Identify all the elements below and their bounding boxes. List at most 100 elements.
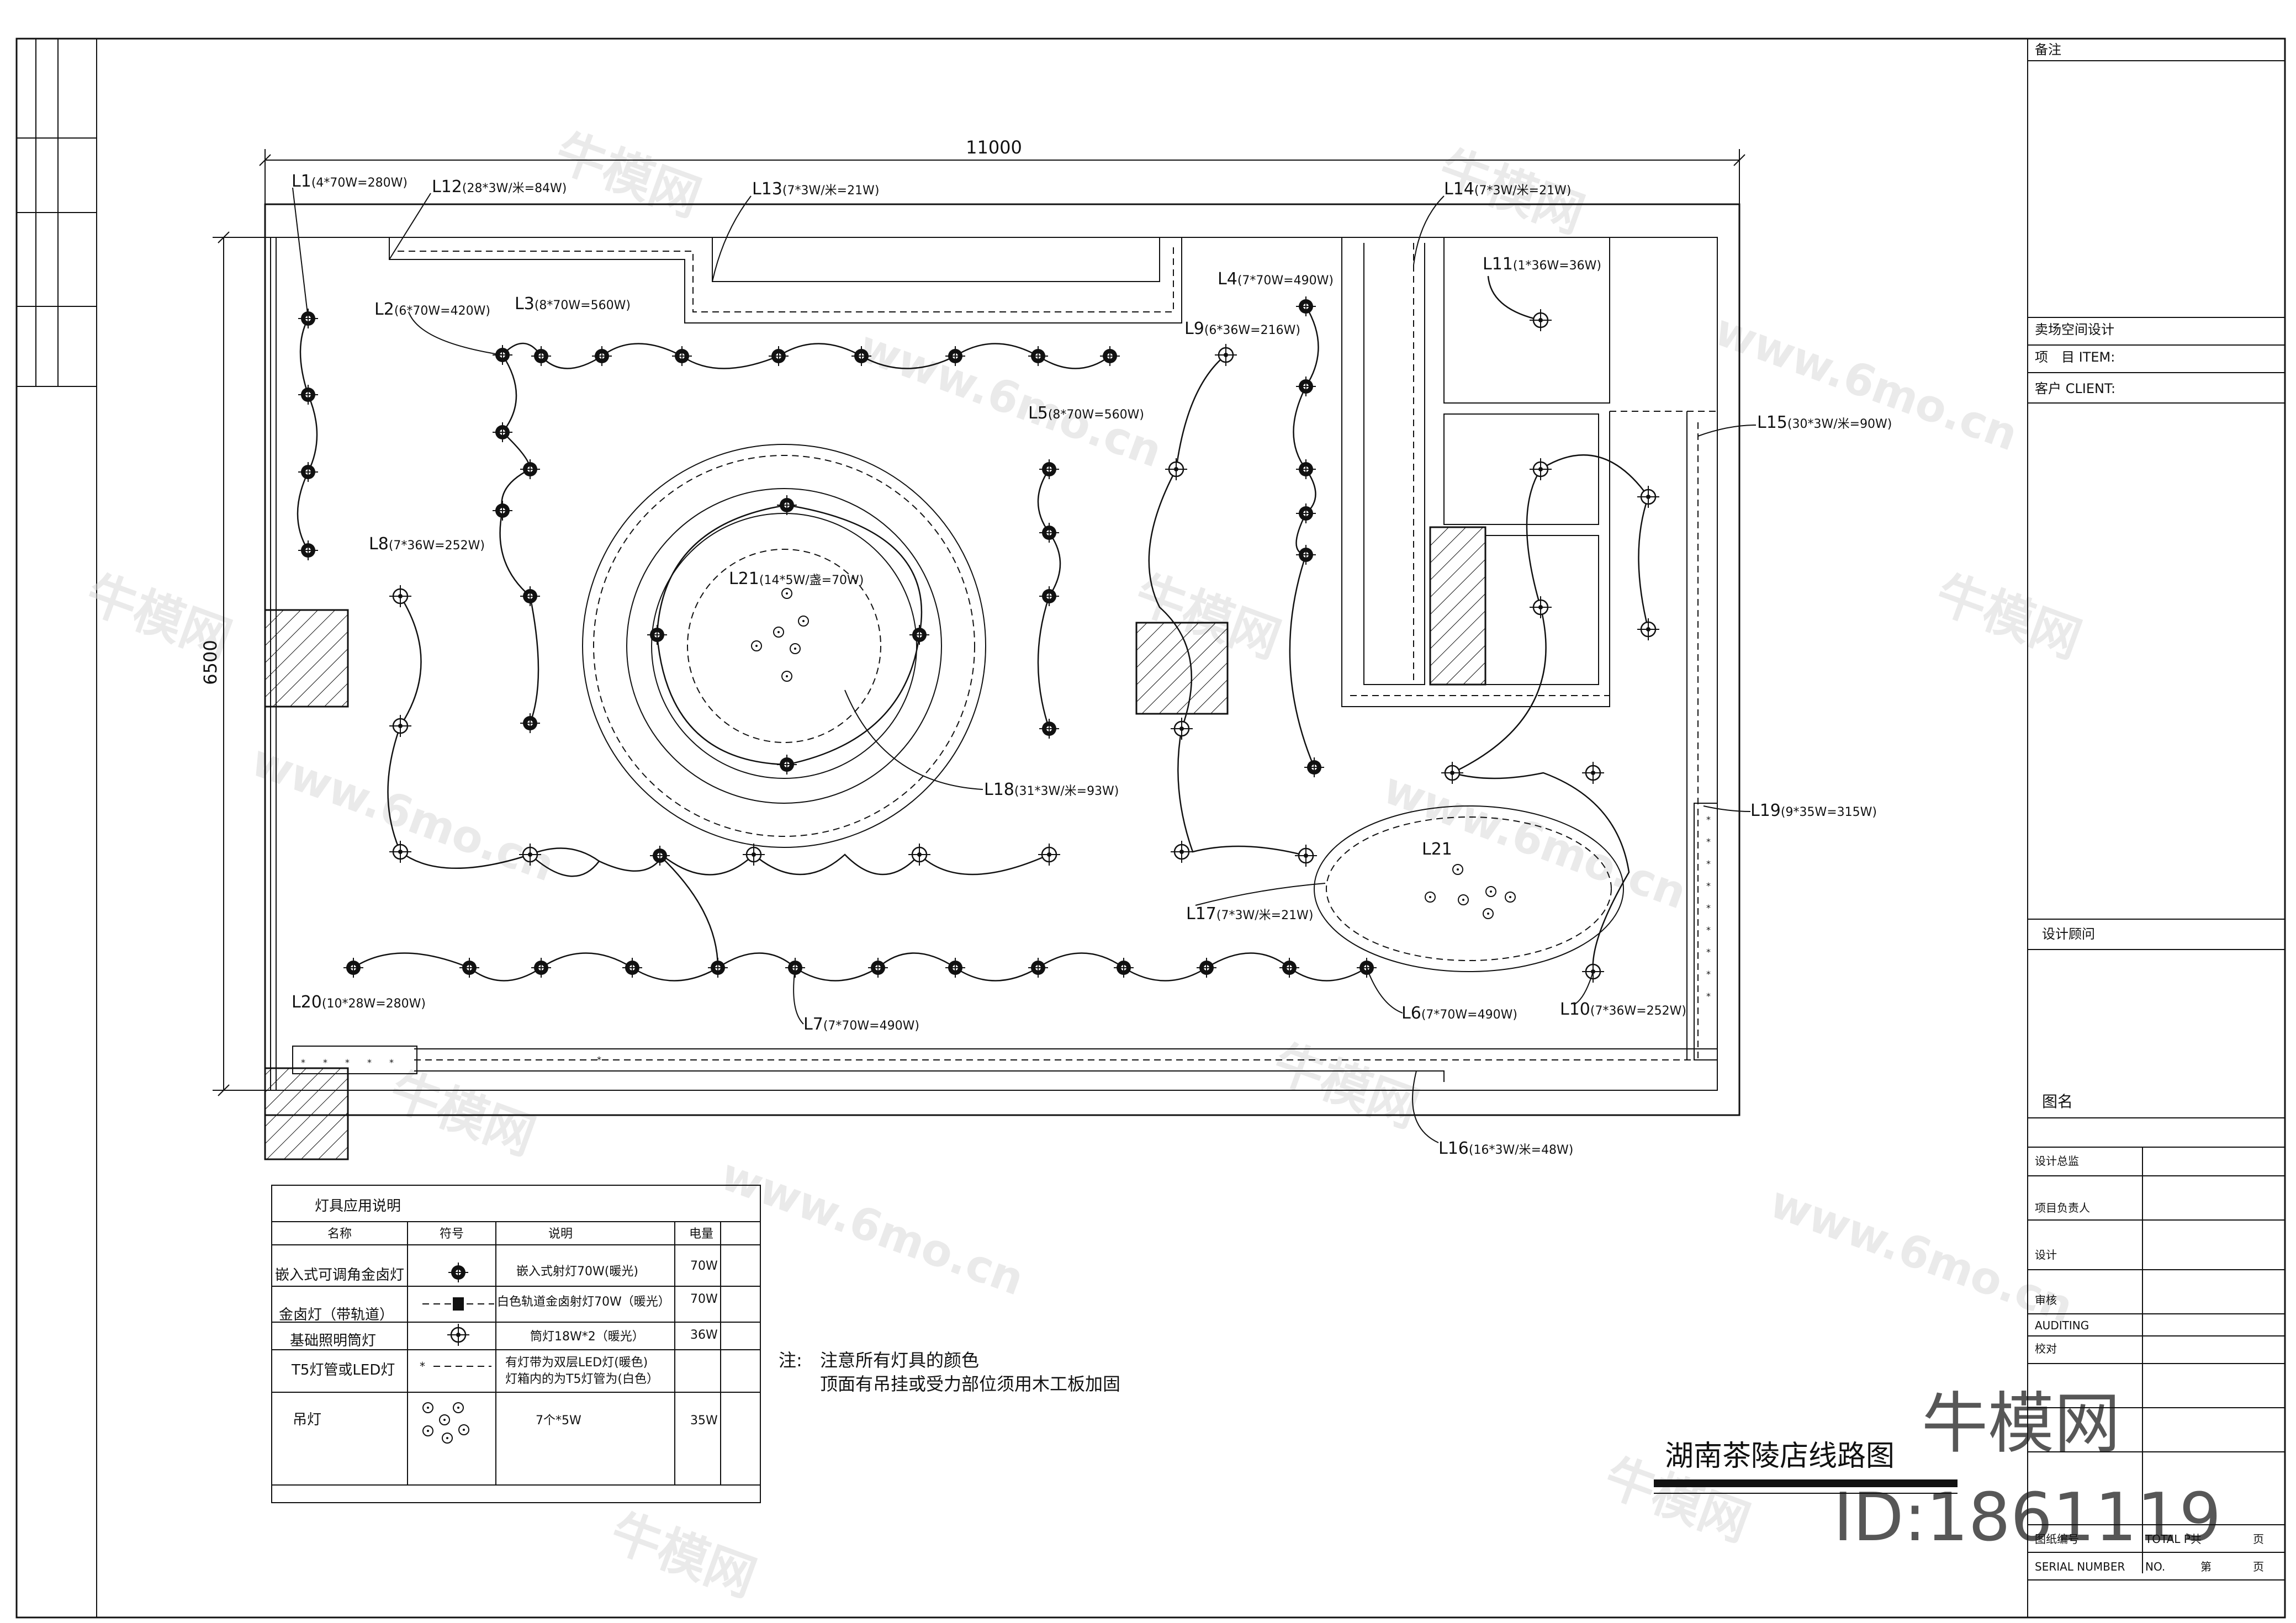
legend-row-desc: 嵌入式射灯70W(暖光)	[516, 1265, 638, 1279]
tb-total: TOTAL P共	[2145, 1532, 2202, 1546]
structural-column	[1135, 622, 1229, 715]
svg-text:*: *	[1706, 991, 1711, 1001]
legend-row-power: 70W	[690, 1259, 718, 1273]
watermark-brand: 牛模网	[382, 1061, 542, 1166]
legend-header-desc: 说明	[548, 1227, 573, 1241]
label-L19: L19(9*35W=315W)	[1750, 801, 1877, 820]
tb-page-of: 第	[2200, 1560, 2212, 1573]
notes: 注: 注意所有灯具的颜色 顶面有吊挂或受力部位须用木工板加固	[779, 1350, 1120, 1394]
watermark-domain: www.6mo.cn	[715, 1148, 1031, 1305]
dimension-width-label: 11000	[966, 137, 1022, 158]
legend-title: 灯具应用说明	[315, 1198, 401, 1214]
svg-text:*: *	[301, 1057, 305, 1068]
label-L10: L10(7*36W=252W)	[1560, 1000, 1686, 1019]
label-L9: L9(6*36W=216W)	[1184, 319, 1300, 338]
svg-text:*: *	[1706, 925, 1711, 935]
tb-no: NO.	[2145, 1560, 2165, 1573]
structural-column	[1429, 526, 1486, 686]
legend-row-power: 35W	[690, 1414, 718, 1428]
label-L21-ellipse: L21	[1422, 840, 1452, 859]
legend-row-desc: 有灯带为双层LED灯(暖色)	[505, 1356, 648, 1370]
led-strip-icon: *	[420, 1360, 491, 1373]
label-L16: L16(16*3W/米=48W)	[1438, 1139, 1573, 1158]
tb-review: 审核	[2035, 1293, 2057, 1307]
structural-column	[264, 1067, 349, 1160]
legend-row-desc: 白色轨道金卤射灯70W（暖光）	[497, 1295, 670, 1309]
binding-strip	[16, 38, 97, 387]
svg-text:*: *	[1706, 947, 1711, 957]
tb-design-director: 设计总监	[2035, 1154, 2079, 1168]
legend-row-power: 70W	[690, 1292, 718, 1306]
ceiling-circles	[582, 444, 1624, 972]
legend-row-name: T5灯管或LED灯	[291, 1362, 395, 1378]
svg-text:*: *	[1706, 969, 1711, 979]
legend-row-desc: 灯箱内的为T5灯管为(白色）	[505, 1372, 659, 1386]
svg-text:*: *	[1706, 881, 1711, 891]
title-block: 备注 卖场空间设计 项 目 ITEM: 客户 CLIENT: 设计顾问 图名 设…	[2027, 39, 2285, 1617]
spotlight-icon	[448, 1262, 469, 1283]
tb-serial-number: SERIAL NUMBER	[2035, 1560, 2125, 1573]
tb-client: 客户 CLIENT:	[2035, 381, 2115, 396]
circuit-labels: L1(4*70W=280W) L12(28*3W/米=84W) L13(7*3W…	[292, 172, 1892, 1158]
label-L12: L12(28*3W/米=84W)	[432, 177, 567, 197]
svg-text:*: *	[1706, 814, 1711, 825]
svg-text:*: *	[1706, 858, 1711, 869]
label-L17: L17(7*3W/米=21W)	[1186, 904, 1313, 924]
tb-designer: 设计	[2035, 1248, 2057, 1261]
legend-header-name: 名称	[327, 1227, 352, 1241]
svg-text:*: *	[420, 1360, 425, 1373]
drawing-title: 湖南茶陵店线路图	[1665, 1440, 1895, 1473]
legend-header-power: 电量	[689, 1227, 713, 1241]
tb-project-manager: 项目负责人	[2035, 1201, 2090, 1214]
dimension-width: 11000	[259, 137, 1745, 204]
legend-row-name: 嵌入式可调角金卤灯	[275, 1267, 404, 1283]
sheet-border	[15, 38, 2286, 1619]
label-L4: L4(7*70W=490W)	[1218, 269, 1334, 289]
legend-header-symbol: 符号	[440, 1227, 464, 1241]
svg-text:*: *	[323, 1057, 327, 1068]
tb-drawing-no: 图纸编号	[2035, 1532, 2079, 1546]
label-L13: L13(7*3W/米=21W)	[752, 179, 879, 199]
svg-text:*: *	[1706, 903, 1711, 913]
tb-page-unit2: 页	[2253, 1560, 2264, 1573]
floor-plan-walls	[264, 203, 1740, 1160]
legend-row-desc: 7个*5W	[536, 1414, 581, 1428]
label-L18: L18(31*3W/米=93W)	[984, 780, 1119, 799]
dimension-height: 6500	[200, 231, 265, 1096]
label-L5: L5(8*70W=560W)	[1028, 404, 1144, 423]
label-L3: L3(8*70W=560W)	[515, 294, 631, 314]
label-L14: L14(7*3W/米=21W)	[1444, 179, 1571, 199]
legend-row-power: 36W	[690, 1328, 718, 1342]
label-L1: L1(4*70W=280W)	[292, 172, 408, 191]
track-light-icon	[422, 1297, 494, 1311]
watermark-brand: 牛模网	[603, 1503, 763, 1608]
svg-text:*: *	[389, 1057, 394, 1068]
legend-row-name: 基础照明筒灯	[290, 1333, 376, 1349]
tb-drawing-name: 图名	[2042, 1092, 2073, 1111]
downlight-icon	[446, 1323, 470, 1347]
label-L21-center: L21(14*5W/盏=70W)	[729, 569, 864, 588]
tb-consultant: 设计顾问	[2042, 926, 2095, 942]
svg-text:*: *	[345, 1057, 350, 1068]
watermark-domain: www.6mo.cn	[1708, 304, 2025, 460]
tb-design-type: 卖场空间设计	[2035, 322, 2114, 337]
label-L20: L20(10*28W=280W)	[292, 993, 426, 1012]
legend-row-desc: 筒灯18W*2（暖光）	[530, 1330, 644, 1344]
notes-prefix: 注:	[779, 1350, 802, 1371]
label-L11: L11(1*36W=36W)	[1483, 254, 1601, 274]
tb-auditing: AUDITING	[2035, 1319, 2089, 1332]
notes-line1: 注意所有灯具的颜色	[820, 1350, 979, 1371]
tb-page-unit: 页	[2253, 1532, 2264, 1546]
led-marks: * * * * * * * * * * * * * * *	[301, 814, 1711, 1068]
svg-text:*: *	[367, 1057, 372, 1068]
watermark-brand: 牛模网	[1928, 564, 2088, 670]
label-L8: L8(7*36W=252W)	[369, 534, 485, 554]
label-L2: L2(6*70W=420W)	[374, 300, 490, 319]
legend-table: 灯具应用说明 名称 符号 说明 电量 嵌入式可调角金卤灯 嵌入式射灯70W(暖光…	[271, 1185, 761, 1503]
svg-text:*: *	[1706, 836, 1711, 847]
label-L7: L7(7*70W=490W)	[803, 1015, 919, 1034]
svg-text:*: *	[597, 1054, 601, 1065]
label-L15: L15(30*3W/米=90W)	[1757, 413, 1892, 432]
watermark-domain: www.6mo.cn	[853, 320, 1169, 477]
